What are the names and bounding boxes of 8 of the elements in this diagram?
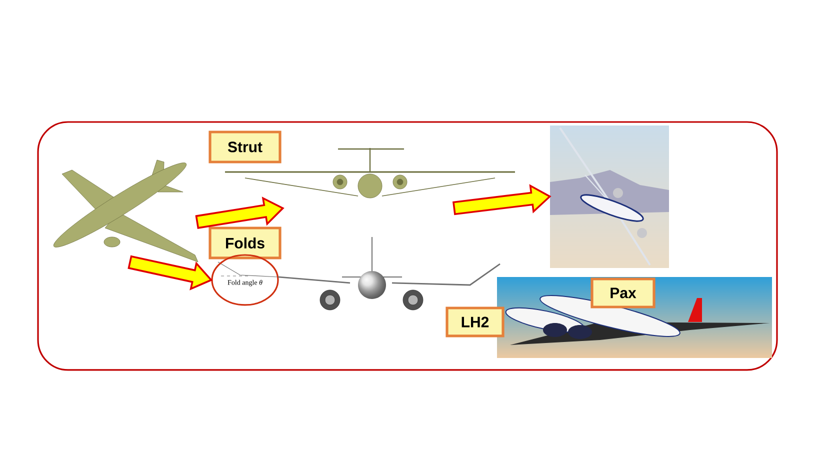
- label-box: Folds: [208, 226, 282, 260]
- label-box: Strut: [208, 130, 282, 164]
- label-box: LH2: [446, 306, 504, 338]
- label-box: Pax: [590, 278, 656, 308]
- truss-wing-photo: [550, 127, 669, 266]
- airplane-drawing: [54, 160, 198, 262]
- block-arrow: [128, 255, 213, 290]
- block-arrow: [195, 196, 284, 229]
